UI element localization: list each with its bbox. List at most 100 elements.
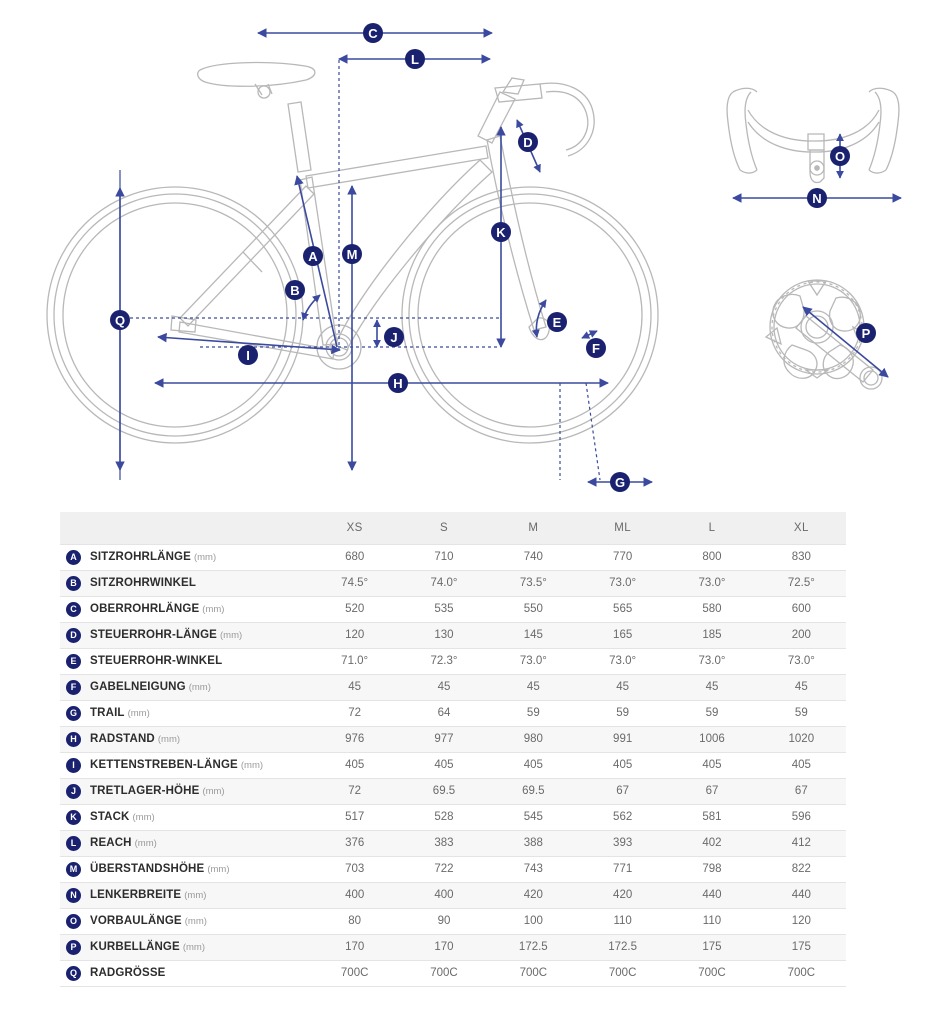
table-cell: 45 [577,673,668,701]
table-cell: 64 [399,699,489,727]
table-cell: 73.0° [667,569,757,597]
table-cell: 402 [667,829,757,857]
table-cell: 440 [667,881,757,909]
table-cell: 798 [667,855,757,883]
table-cell: 722 [399,855,489,883]
table-cell: 80 [310,907,400,935]
bike-geometry-diagram: C L A B [0,0,936,505]
table-cell: 528 [399,803,489,831]
row-marker-badge: P [66,939,81,955]
table-cell: 71.0° [310,647,400,675]
table-cell: 565 [577,595,668,623]
dimension-L: L [338,49,491,69]
table-cell: 405 [399,751,489,779]
dimension-H: H [154,373,609,393]
table-cell: 59 [577,699,668,727]
marker-label-I: I [246,348,250,363]
column-header-size-l: L [667,512,757,544]
row-marker-badge: I [66,757,81,773]
row-measure-unit: (mm) [182,941,205,953]
row-measure-name: STEUERROHR-WINKEL [90,655,223,667]
row-measure-name: OBERROHRLÄNGE [90,603,200,615]
marker-label-P: P [862,326,871,341]
table-cell: 596 [756,803,846,831]
marker-label-E: E [553,315,562,330]
row-marker-badge: L [66,835,81,851]
dimension-B: B [285,280,321,321]
table-cell: 73.5° [488,569,578,597]
column-header-size-ml: ML [577,512,668,544]
crankset-inset: P [764,279,889,390]
table-cell: 400 [399,881,489,909]
row-measure-unit: (mm) [188,681,211,693]
dimension-D: D [516,119,541,173]
dimension-E: E [531,299,567,338]
table-cell: 771 [577,855,668,883]
table-cell: 200 [756,621,846,649]
marker-label-J: J [390,330,397,345]
table-cell: 400 [310,881,400,909]
table-cell: 172.5 [488,933,578,961]
table-cell: 100 [488,907,578,935]
table-cell: 74.5° [310,569,400,597]
table-cell: 72.3° [399,647,489,675]
marker-label-F: F [592,341,600,356]
row-marker-badge: D [66,627,81,643]
table-cell: 145 [488,621,578,649]
dimension-P: P [802,306,889,378]
row-measure-unit: (mm) [132,811,155,823]
column-header-size-m: M [488,512,578,544]
row-marker-badge: Q [66,965,81,981]
row-measure-unit: (mm) [240,759,264,771]
table-cell: 59 [756,699,846,727]
row-marker-badge: O [66,913,81,929]
construction-lines [119,60,601,481]
row-measure-name: RADSTAND [90,733,155,745]
row-measure-name: REACH [90,837,132,849]
table-cell: 703 [310,855,400,883]
table-cell: 130 [399,621,489,649]
table-cell: 45 [399,673,489,701]
dimension-C: C [257,23,493,43]
table-cell: 69.5 [399,777,489,805]
row-measure-name: KURBELLÄNGE [90,941,180,953]
row-measure-unit: (mm) [220,629,243,641]
dimension-F: F [581,330,606,358]
table-cell: 830 [756,543,846,571]
table-cell: 700C [667,959,757,987]
row-measure-name: RADGRÖSSE [90,967,166,979]
table-cell: 580 [667,595,757,623]
table-cell: 74.0° [399,569,489,597]
handlebar-inset: O N [726,87,902,208]
table-cell: 581 [667,803,757,831]
dimension-I: I [157,332,341,365]
table-cell: 535 [399,595,489,623]
marker-label-L: L [411,52,419,67]
table-cell: 172.5 [577,933,668,961]
table-cell: 175 [667,933,757,961]
table-cell: 72 [310,777,400,805]
table-cell: 73.0° [667,647,757,675]
table-cell: 440 [756,881,846,909]
table-cell: 110 [577,907,668,935]
table-cell: 700C [756,959,846,987]
table-cell: 170 [310,933,400,961]
table-cell: 72.5° [756,569,846,597]
row-marker-badge: A [66,549,81,565]
dimension-J: J [373,319,404,348]
table-cell: 67 [577,777,668,805]
table-cell: 175 [756,933,846,961]
